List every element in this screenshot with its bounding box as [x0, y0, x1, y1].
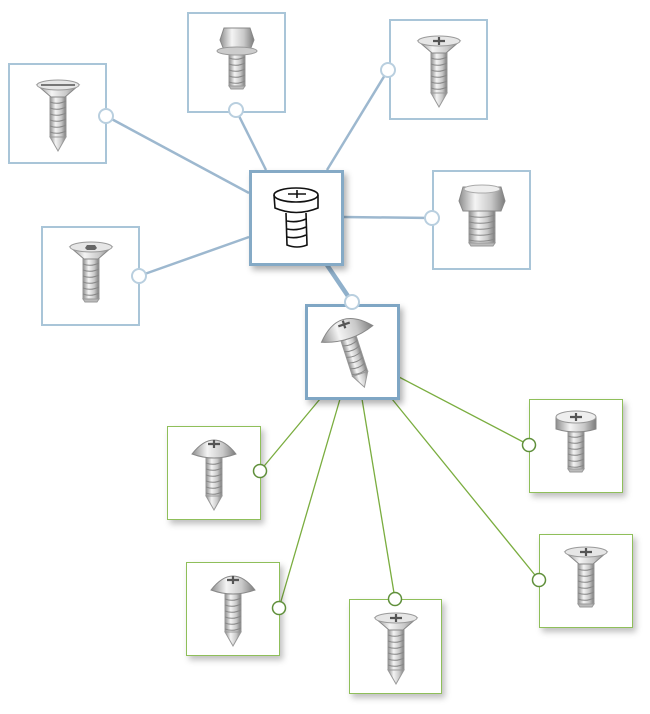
link-line — [138, 235, 250, 278]
phillips-cheese-head-screw-icon — [555, 410, 597, 473]
center-node[interactable] — [249, 170, 344, 266]
link-line — [325, 263, 354, 304]
link-line — [391, 398, 540, 581]
primary-node[interactable] — [41, 226, 140, 326]
primary-node[interactable] — [187, 12, 286, 113]
secondary-node[interactable] — [186, 562, 280, 656]
secondary-node[interactable] — [349, 599, 442, 694]
screw-sketch-icon — [272, 187, 319, 248]
link-line — [278, 398, 341, 609]
phillips-pan-head-screw-icon — [320, 317, 374, 389]
slotted-countersunk-screw-icon — [35, 79, 80, 152]
phillips-oval-head-screw-icon — [191, 439, 237, 512]
hex-bolt-icon — [457, 184, 506, 247]
primary-node[interactable] — [389, 19, 488, 120]
hex-socket-countersunk-screw-icon — [68, 241, 113, 303]
link-line — [398, 376, 530, 446]
phillips-countersunk-screw-icon — [416, 35, 461, 108]
link-line — [105, 114, 250, 195]
link-line — [361, 398, 396, 600]
secondary-node[interactable] — [167, 426, 261, 520]
hex-flange-screw-icon — [216, 27, 257, 89]
primary-node[interactable] — [432, 170, 531, 270]
secondary-node[interactable] — [529, 399, 623, 493]
phillips-round-washer-screw-icon — [210, 575, 256, 648]
link-line — [325, 69, 390, 171]
secondary-node[interactable] — [539, 534, 633, 628]
link-line — [342, 215, 433, 220]
phillips-flat-head-tapping-screw-icon — [373, 612, 418, 685]
link-line — [234, 109, 268, 171]
selected-node[interactable] — [305, 304, 400, 400]
phillips-countersunk-machine-screw-icon — [563, 546, 609, 608]
primary-node[interactable] — [8, 63, 107, 164]
link-line — [259, 398, 321, 472]
